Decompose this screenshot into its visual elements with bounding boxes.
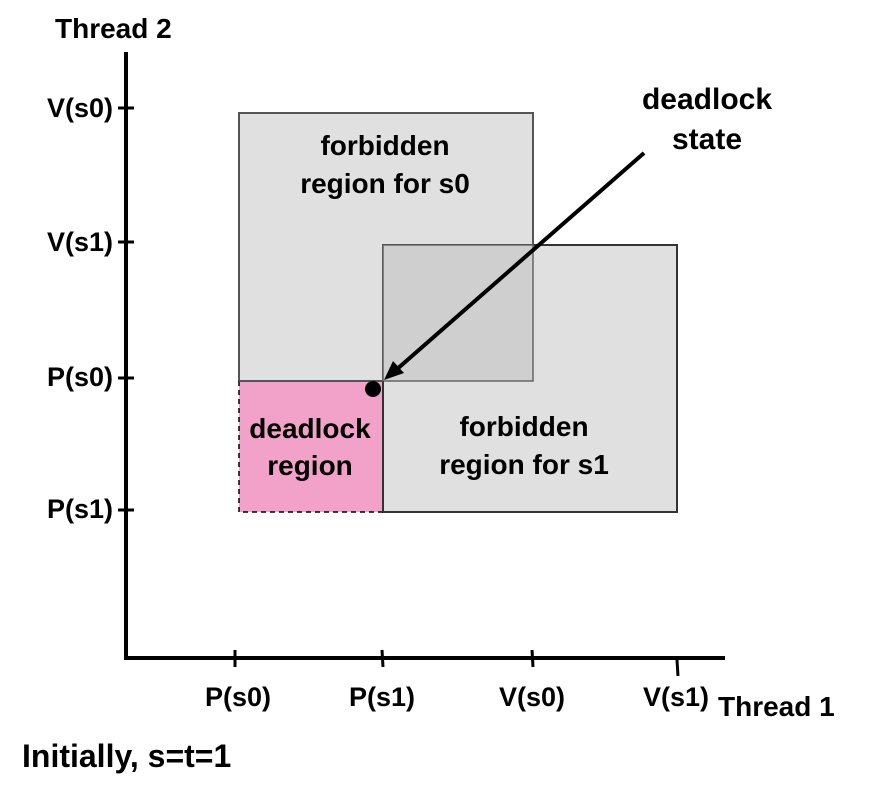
deadlock-arrow-shaft xyxy=(394,151,646,372)
deadlock-state-point xyxy=(365,381,381,397)
deadlock-region xyxy=(239,381,383,512)
forbidden-s1-label-line1: forbidden xyxy=(459,411,588,442)
deadlock-region-label-line1: deadlock xyxy=(249,413,371,444)
forbidden-s0-label-line2: region for s0 xyxy=(300,168,470,199)
deadlock-region-label-line2: region xyxy=(267,450,353,481)
x-tick-mark-v-s1 xyxy=(675,659,680,677)
x-tick-label: V(s1) xyxy=(643,682,709,712)
y-tick-label: V(s0) xyxy=(47,93,113,123)
y-tick-label: P(s1) xyxy=(47,494,113,524)
x-tick-label: P(s1) xyxy=(349,682,415,712)
y-axis-title: Thread 2 xyxy=(55,13,172,44)
forbidden-s0-label-line1: forbidden xyxy=(320,130,449,161)
x-tick-label: V(s0) xyxy=(499,682,565,712)
deadlock-region-border xyxy=(238,381,383,513)
y-tick-label: V(s1) xyxy=(47,227,113,257)
deadlock-arrow-head xyxy=(384,361,404,380)
x-axis-title: Thread 1 xyxy=(718,691,835,722)
caption: Initially, s=t=1 xyxy=(22,738,231,774)
x-tick-label: P(s0) xyxy=(205,682,271,712)
overlap-border xyxy=(382,244,534,382)
x-tick-mark-p-s1 xyxy=(380,649,385,668)
x-tick-mark-v-s0 xyxy=(530,649,535,668)
forbidden-s1-label-line2: region for s1 xyxy=(439,449,609,480)
y-tick-label: P(s0) xyxy=(47,362,113,392)
deadlock-state-label-line2: state xyxy=(672,123,742,156)
deadlock-state-label-line1: deadlock xyxy=(642,83,772,116)
